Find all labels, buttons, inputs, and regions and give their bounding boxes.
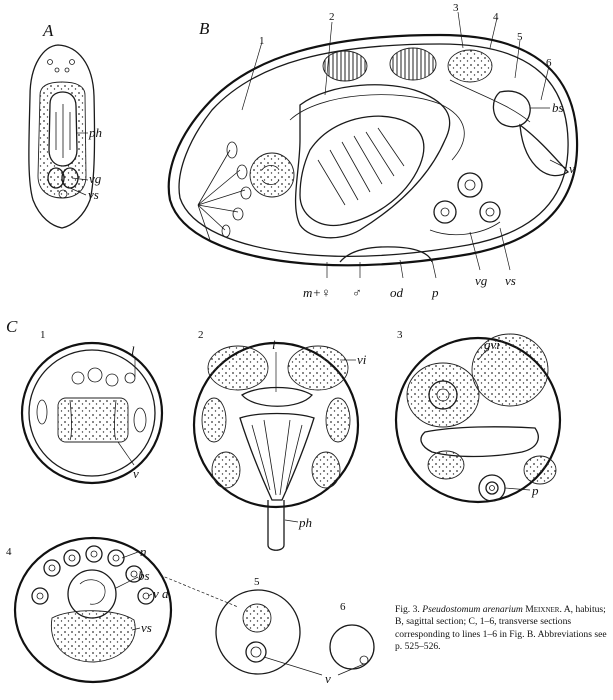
- b-section-num-2: 2: [329, 11, 335, 23]
- c1-label-v: v: [133, 466, 139, 481]
- c5-num: 5: [254, 576, 260, 588]
- c2-num: 2: [198, 329, 204, 341]
- panel-c: C 1 l v 2: [6, 317, 562, 686]
- c3-label-gvi: gvi: [484, 337, 500, 352]
- c3-ovary-right: [471, 333, 549, 407]
- b-section-num-5: 5: [517, 31, 523, 43]
- c2-label-vi: vi: [357, 352, 367, 367]
- c2-vitellarium-right: [287, 345, 349, 391]
- b-section-num-3: 3: [453, 2, 459, 14]
- c4-nuclei: [31, 545, 155, 605]
- caption-fig: Fig. 3.: [395, 604, 420, 615]
- c2-vitellarium-left: [207, 345, 269, 391]
- c2-intestine: [240, 386, 313, 407]
- a-vesicle-left: [47, 167, 65, 189]
- b-testis-2: [389, 47, 437, 81]
- b-brain: [249, 152, 295, 198]
- c1-stippled-body: [57, 397, 129, 443]
- a-pharynx-groove: [55, 104, 71, 158]
- b-pharyngeal-pocket: [289, 94, 465, 161]
- c-section-3: 3 gvi p: [394, 329, 562, 504]
- c2-label-ph: ph: [298, 515, 312, 530]
- c3-ovary-left: [406, 362, 480, 428]
- b-bursa: [492, 90, 531, 128]
- panel-b: B: [167, 2, 579, 300]
- b-label-p: p: [431, 285, 439, 300]
- a-label-vg: vg: [89, 171, 102, 186]
- figure-caption: Fig. 3. Pseudostomum arenarium Meixner. …: [395, 604, 607, 653]
- c4-num: 4: [6, 546, 12, 558]
- panel-a-letter: A: [42, 21, 54, 40]
- b-gland-fan: [197, 149, 246, 241]
- b-vagina: [519, 123, 570, 177]
- b-front-glands: [221, 141, 252, 238]
- b-label-vg: vg: [475, 273, 488, 288]
- c-section-5: 5: [215, 576, 301, 675]
- b-coiled-organs: [429, 172, 501, 235]
- caption-text-2: Abbreviations see p. 525–526.: [395, 628, 607, 652]
- panel-a: A ph vg vs: [28, 21, 102, 229]
- b-label-m: m+♀: [303, 285, 331, 300]
- c4-label-vs: vs: [141, 620, 152, 635]
- b-ovary: [447, 49, 493, 83]
- b-section-num-1: 1: [259, 35, 265, 47]
- a-label-ph: ph: [88, 125, 102, 140]
- c4-label-n: n: [140, 544, 147, 559]
- c4-label-vd: v d: [153, 586, 169, 601]
- b-label-male: ♂: [352, 285, 362, 300]
- c4-vesicula: [50, 610, 136, 663]
- c-section-4: 4 n bs v d vs: [6, 536, 239, 684]
- c56-label-v: v: [325, 671, 331, 686]
- b-section-num-4: 4: [493, 11, 499, 23]
- c1-label-l: l: [131, 343, 135, 358]
- a-body-outline: [28, 44, 96, 229]
- c-section-2: 2 i vi ph: [192, 329, 367, 551]
- caption-text-1: A, habitus; B, sagittal section; C, 1–6,…: [395, 604, 606, 640]
- b-pharynx: [299, 115, 425, 227]
- c3-label-p: p: [531, 483, 539, 498]
- a-eyespots: [47, 59, 75, 73]
- b-genital-canal: [339, 246, 433, 263]
- c6-num: 6: [340, 601, 346, 613]
- c3-num: 3: [397, 329, 403, 341]
- caption-species: Pseudostomum arenarium: [422, 604, 523, 615]
- a-label-vs: vs: [88, 187, 99, 202]
- b-label-od: od: [390, 285, 404, 300]
- b-label-bs: bs: [552, 100, 564, 115]
- b-section-num-6: 6: [546, 57, 552, 69]
- b-pharynx-ridges: [317, 127, 405, 206]
- c1-num: 1: [40, 329, 46, 341]
- b-brain-nucleus: [261, 165, 280, 185]
- b-section-lines: [241, 11, 550, 111]
- b-ovary-line: [449, 79, 531, 123]
- c3-intestine: [420, 426, 539, 458]
- b-body-outline: [167, 33, 579, 267]
- c2-pharynx-tube: [267, 500, 285, 551]
- b-label-v: v: [569, 161, 575, 176]
- c2-label-i: i: [272, 337, 276, 352]
- b-intestine: [294, 84, 451, 239]
- c-section-6: 6 v: [263, 601, 375, 686]
- c3-penis: [478, 474, 506, 502]
- c-section-1: 1 l v: [20, 329, 164, 485]
- c1-cells: [36, 367, 147, 433]
- c4-label-bs: bs: [138, 568, 150, 583]
- c2-pharynx: [239, 412, 315, 501]
- b-testis-1: [322, 50, 368, 82]
- caption-author: Meixner.: [525, 604, 562, 615]
- b-label-vs: vs: [505, 273, 516, 288]
- b-inner-outline: [178, 43, 569, 257]
- a-gonopore: [58, 189, 68, 199]
- panel-c-letter: C: [6, 317, 18, 336]
- panel-b-letter: B: [199, 19, 210, 38]
